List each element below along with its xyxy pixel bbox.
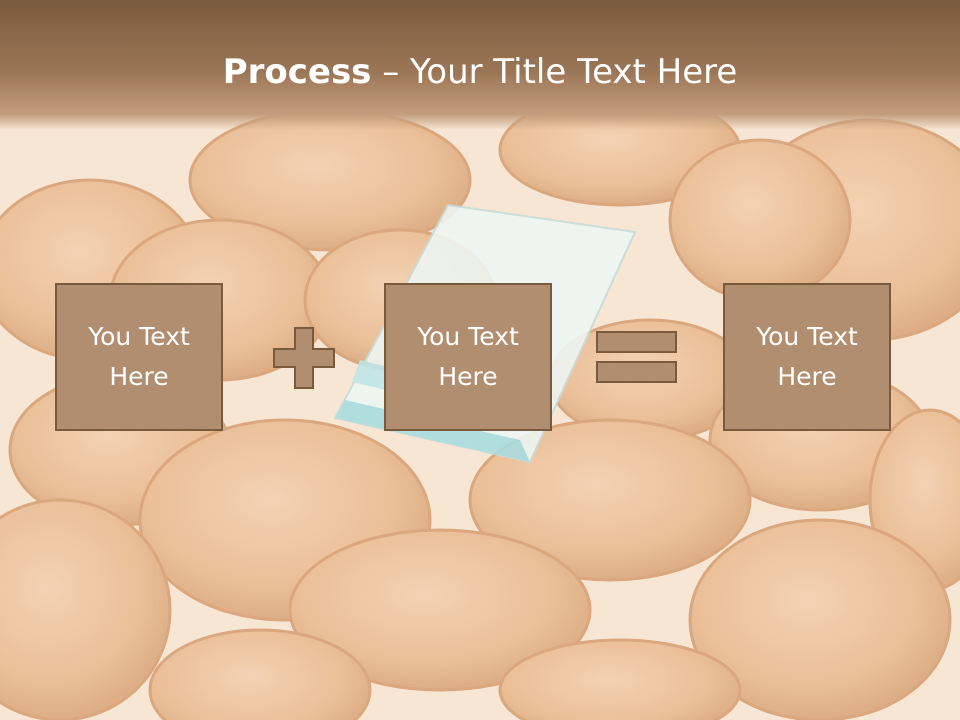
- equals-icon: [596, 331, 677, 383]
- step-box-3[interactable]: You Text Here: [723, 283, 891, 431]
- step-label-2: You Text Here: [417, 322, 519, 391]
- step-label-1: You Text Here: [88, 322, 190, 391]
- title-bold: Process: [222, 52, 372, 92]
- step-box-2[interactable]: You Text Here: [384, 283, 552, 431]
- step-label-3: You Text Here: [756, 322, 858, 391]
- step-box-1[interactable]: You Text Here: [55, 283, 223, 431]
- plus-icon: [273, 327, 335, 389]
- title-rest: – Your Title Text Here: [371, 52, 738, 92]
- title-banner: [0, 0, 960, 130]
- page-title: Process – Your Title Text Here: [0, 52, 960, 92]
